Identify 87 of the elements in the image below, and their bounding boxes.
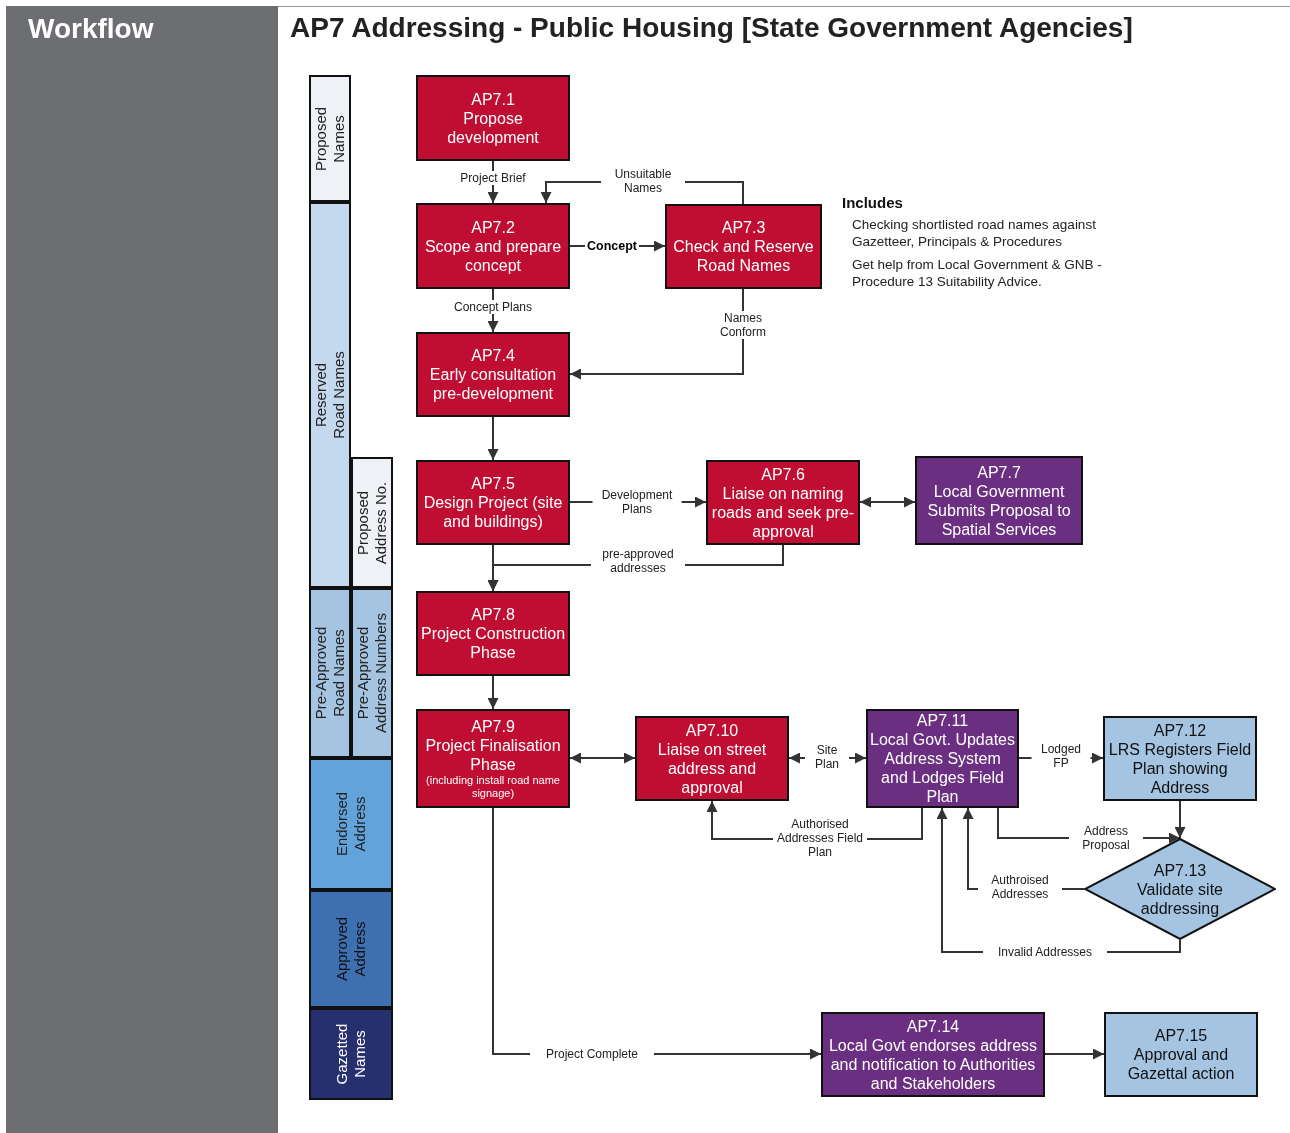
step-title: Liaise on street address and approval bbox=[656, 739, 768, 797]
connector-arrow bbox=[859, 496, 916, 508]
edge-label: Authorised Addresses Field Plan bbox=[773, 817, 867, 859]
process-box bbox=[665, 204, 822, 289]
step-number: AP7.1 bbox=[471, 89, 515, 109]
edge-label: Lodged FP bbox=[1031, 742, 1091, 770]
step-title: Local Government Submits Proposal to Spatial Services bbox=[926, 481, 1072, 539]
process-box bbox=[416, 709, 570, 808]
stage-label: Proposed Names bbox=[312, 105, 348, 173]
stage-label: Gazetted Names bbox=[333, 1022, 369, 1087]
process-box bbox=[1103, 716, 1257, 801]
sidebar-heading: Workflow bbox=[28, 13, 154, 45]
connector-arrow bbox=[1044, 1048, 1105, 1060]
note-heading: Includes bbox=[842, 194, 903, 211]
step-title: Project Finalisation Phase bbox=[424, 736, 562, 774]
step-number: AP7.14 bbox=[906, 1016, 960, 1036]
edge-label: Authroised Addresses bbox=[978, 873, 1062, 901]
step-title: Local Govt endorses address and notification to Authorities and Stakeholders bbox=[827, 1035, 1039, 1093]
step-number: AP7.11 bbox=[916, 711, 969, 730]
edge-label: Address Proposal bbox=[1069, 824, 1143, 852]
step-number: AP7.8 bbox=[471, 605, 515, 624]
step-number: AP7.7 bbox=[977, 462, 1021, 482]
step-title: Approval and Gazettal action bbox=[1126, 1045, 1236, 1083]
step-number: AP7.13 bbox=[1153, 860, 1207, 880]
process-box bbox=[635, 716, 789, 801]
stage-label: Pre-Approved Address Numbers bbox=[354, 612, 390, 736]
connector-arrow bbox=[569, 288, 744, 380]
stage-band bbox=[309, 75, 351, 202]
connector-arrow bbox=[487, 416, 499, 461]
process-box bbox=[416, 591, 570, 676]
step-title: Check and Reserve Road Names bbox=[672, 237, 815, 275]
step-number: AP7.4 bbox=[471, 346, 515, 365]
step-title: Design Project (site and buildings) bbox=[422, 493, 564, 531]
stage-band bbox=[351, 457, 393, 588]
edge-label: Concept Plans bbox=[452, 300, 534, 314]
process-box bbox=[416, 332, 570, 417]
step-title: Local Govt. Updates Address System and Lodges Field Plan bbox=[870, 730, 1015, 806]
stage-label: Endorsed Address bbox=[333, 790, 369, 859]
step-number: AP7.2 bbox=[471, 217, 515, 237]
step-number: AP7.12 bbox=[1153, 720, 1207, 740]
stage-band bbox=[309, 758, 393, 890]
step-note: (including install road name signage) bbox=[425, 774, 561, 800]
step-title: Scope and prepare concept bbox=[423, 236, 563, 275]
process-box bbox=[416, 203, 570, 289]
process-box bbox=[821, 1012, 1045, 1097]
edge-label: pre-approved addresses bbox=[591, 547, 685, 575]
edge-label: Invalid Addresses bbox=[983, 945, 1107, 959]
edge-label: Concept bbox=[585, 239, 639, 253]
step-number: AP7.10 bbox=[685, 720, 739, 740]
stage-label: Approved Address bbox=[333, 915, 369, 984]
note-text: Checking shortlisted road names against Gazetteer, Principals & Procedures bbox=[852, 216, 1097, 250]
process-box bbox=[416, 75, 570, 161]
edge-label: Development Plans bbox=[592, 488, 682, 516]
step-number: AP7.5 bbox=[471, 474, 515, 493]
diagram-title: AP7 Addressing - Public Housing [State Government Agencies] bbox=[290, 12, 1133, 44]
stage-label: Proposed Address No. bbox=[354, 480, 390, 566]
process-box bbox=[416, 460, 570, 545]
connector-arrow bbox=[569, 752, 636, 764]
process-box bbox=[1104, 1012, 1258, 1097]
step-title: Validate site addressing bbox=[1136, 879, 1224, 918]
edge-label: Project Complete bbox=[530, 1047, 654, 1061]
step-number: AP7.15 bbox=[1154, 1026, 1208, 1045]
edge-label: Site Plan bbox=[805, 743, 849, 771]
step-title: Early consultation pre-development bbox=[428, 365, 558, 403]
stage-label: Reserved Road Names bbox=[312, 350, 348, 441]
step-title: Liaise on naming roads and seek pre-approval bbox=[710, 483, 856, 541]
edge-label: Unsuitable Names bbox=[601, 167, 685, 195]
stage-band bbox=[309, 890, 393, 1008]
stage-band bbox=[351, 588, 393, 758]
stage-label: Pre-Approved Road Names bbox=[312, 625, 348, 722]
process-box bbox=[915, 456, 1083, 545]
step-number: AP7.9 bbox=[471, 717, 515, 736]
step-title: Project Construction Phase bbox=[420, 624, 566, 662]
stage-band bbox=[309, 588, 351, 758]
step-title: LRS Registers Field Plan showing Address bbox=[1107, 739, 1253, 797]
connector-arrow bbox=[1174, 800, 1186, 839]
stage-band bbox=[309, 202, 351, 588]
stage-band bbox=[309, 1008, 393, 1100]
connector-arrow bbox=[487, 675, 499, 710]
edge-label: Project Brief bbox=[458, 171, 528, 185]
note-text: Get help from Local Government & GNB - Procedure 13 Suitability Advice. bbox=[852, 256, 1103, 290]
step-number: AP7.6 bbox=[761, 464, 805, 484]
step-number: AP7.3 bbox=[721, 218, 766, 237]
step-title: Propose development bbox=[446, 108, 540, 147]
decision-diamond bbox=[1084, 838, 1276, 940]
process-box bbox=[866, 709, 1019, 808]
process-box bbox=[706, 460, 860, 545]
